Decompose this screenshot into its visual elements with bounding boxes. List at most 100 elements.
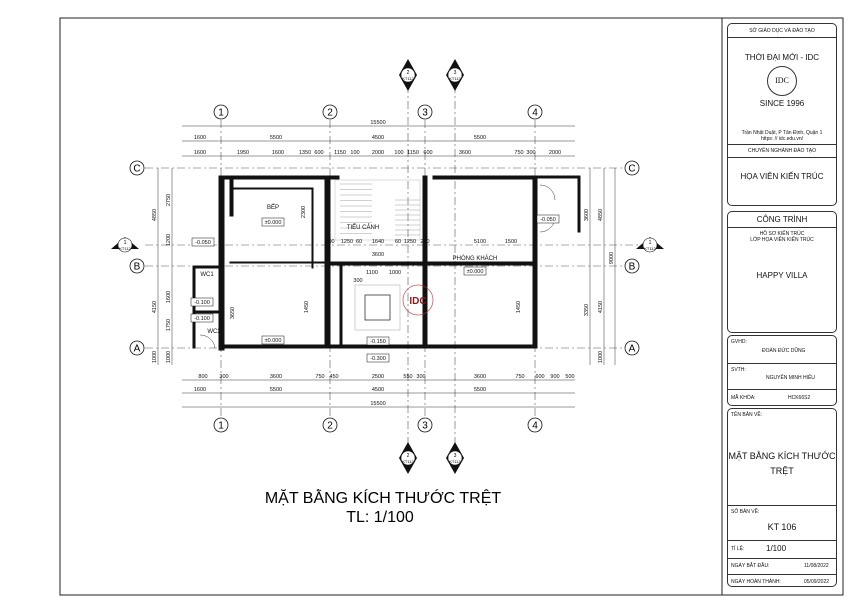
dimension-text: 5500 <box>474 135 486 141</box>
level-box <box>261 217 285 227</box>
level-box <box>366 336 390 346</box>
dimension-text: 15500 <box>370 120 385 126</box>
dimension-text: 100 <box>350 150 359 156</box>
dimension-text: 1600 <box>272 150 284 156</box>
section-number: 2 <box>407 453 410 459</box>
dimension-text: 2000 <box>372 150 384 156</box>
dimension-text: 3600 <box>372 252 384 258</box>
wall <box>229 261 326 264</box>
sheet-border <box>59 17 844 596</box>
dimension-text: 1750 <box>166 319 172 331</box>
dimension-text: 300 <box>526 150 535 156</box>
grid-label-1: 1 <box>218 421 224 432</box>
start-value: 11/08/2022 <box>804 563 829 569</box>
level-label: ±0.000 <box>265 220 282 226</box>
svth-value: NGUYỄN MINH HIẾU <box>766 375 815 381</box>
wall <box>192 265 196 349</box>
dimension-text: 3600 <box>459 150 471 156</box>
grid-bubble <box>213 104 229 120</box>
room-label: WC2 <box>207 329 221 335</box>
dimension-text: 1000 <box>166 351 172 363</box>
dimension-text: 1600 <box>194 150 206 156</box>
dimension-text: 2300 <box>301 206 307 218</box>
dimension-text: 450 <box>329 374 338 380</box>
grid-label-A: A <box>629 344 636 355</box>
dimension-text: 1450 <box>304 301 310 313</box>
dimension-text: 5500 <box>270 135 282 141</box>
scale-value: 1/100 <box>766 544 787 553</box>
major-label: CHUYÊN NGHÀNH ĐÀO TẠO <box>728 144 836 158</box>
sheet-border-inner <box>721 17 844 596</box>
dimension-text: 3600 <box>270 374 282 380</box>
dimension-text: 4850 <box>152 209 158 221</box>
scale-label: TỈ LỆ: <box>731 546 745 552</box>
room-label: WC1 <box>200 272 214 278</box>
grid-label-2: 2 <box>327 108 333 119</box>
level-label: -0.100 <box>194 300 210 306</box>
end-label: NGÀY HOÀN THÀNH: <box>731 579 781 585</box>
section-sheet: KT112 <box>402 459 414 464</box>
drawing-name-line1: MẶT BẰNG KÍCH THƯỚC <box>728 451 836 461</box>
dimension-text: 100 <box>394 150 403 156</box>
grid-bubble <box>527 104 543 120</box>
grid-bubble <box>417 104 433 120</box>
dimension-text: 300 <box>219 374 228 380</box>
wall <box>324 261 536 266</box>
level-box <box>261 335 285 345</box>
section-sheet: KT112 <box>119 246 131 251</box>
drawing-scale: TL: 1/100 <box>346 509 414 526</box>
dimension-text: 4150 <box>598 301 604 313</box>
sheet-no: KT 106 <box>767 522 797 532</box>
dimension-text: 1600 <box>194 387 206 393</box>
dimension-text: 3350 <box>584 304 590 316</box>
dimension-text: 1250 <box>404 239 416 245</box>
project-name: HAPPY VILLA <box>756 271 808 280</box>
dimension-text: 750 <box>515 374 524 380</box>
dimension-text: 1950 <box>237 150 249 156</box>
watermark-text: IDC <box>409 296 426 307</box>
section-sheet: KT112 <box>644 246 656 251</box>
dimension-text: 15500 <box>370 401 385 407</box>
dimension-text: 600 <box>535 374 544 380</box>
level-label: -0.150 <box>370 339 386 345</box>
wall <box>432 175 538 180</box>
gvhd-value: ĐOÀN ĐỨC DŨNG <box>762 348 806 354</box>
section-sheet: KT113 <box>449 459 461 464</box>
grid-label-3: 3 <box>422 108 428 119</box>
wall <box>231 187 313 190</box>
section-number: 3 <box>454 453 457 459</box>
dimension-text: 800 <box>198 374 207 380</box>
section-circle <box>642 237 658 253</box>
dimension-text: 600 <box>423 150 432 156</box>
dimension-text: 1250 <box>341 239 353 245</box>
section-circle <box>447 450 463 466</box>
dimension-text: 2500 <box>372 374 384 380</box>
dimension-text: 1600 <box>166 291 172 303</box>
project-label: CÔNG TRÌNH <box>728 212 836 228</box>
dimension-text: 4150 <box>152 301 158 313</box>
grid-bubble <box>322 104 338 120</box>
drawing-name-line2: TRỆT <box>770 466 794 476</box>
courtyard-well <box>364 294 391 321</box>
dimension-text: 3650 <box>230 307 236 319</box>
dimension-text: 300 <box>325 239 334 245</box>
wall <box>339 261 343 349</box>
grid-bubble <box>322 417 338 433</box>
wall <box>218 175 225 351</box>
grid-label-B: B <box>629 262 636 273</box>
section-circle <box>400 450 416 466</box>
dimension-text: 1500 <box>505 239 517 245</box>
dimension-text: 750 <box>315 374 324 380</box>
address: Trần Nhật Duật, P Tân Định, Quận 1 <box>741 130 823 136</box>
room-label: PHÒNG KHÁCH <box>453 255 498 262</box>
wall <box>331 344 423 349</box>
level-box <box>190 313 214 323</box>
wall <box>192 265 220 269</box>
sheet-no-label: SỐ BẢN VẼ: <box>731 509 760 515</box>
dimension-text: 60 <box>356 239 362 245</box>
dimension-text: 2000 <box>549 150 561 156</box>
